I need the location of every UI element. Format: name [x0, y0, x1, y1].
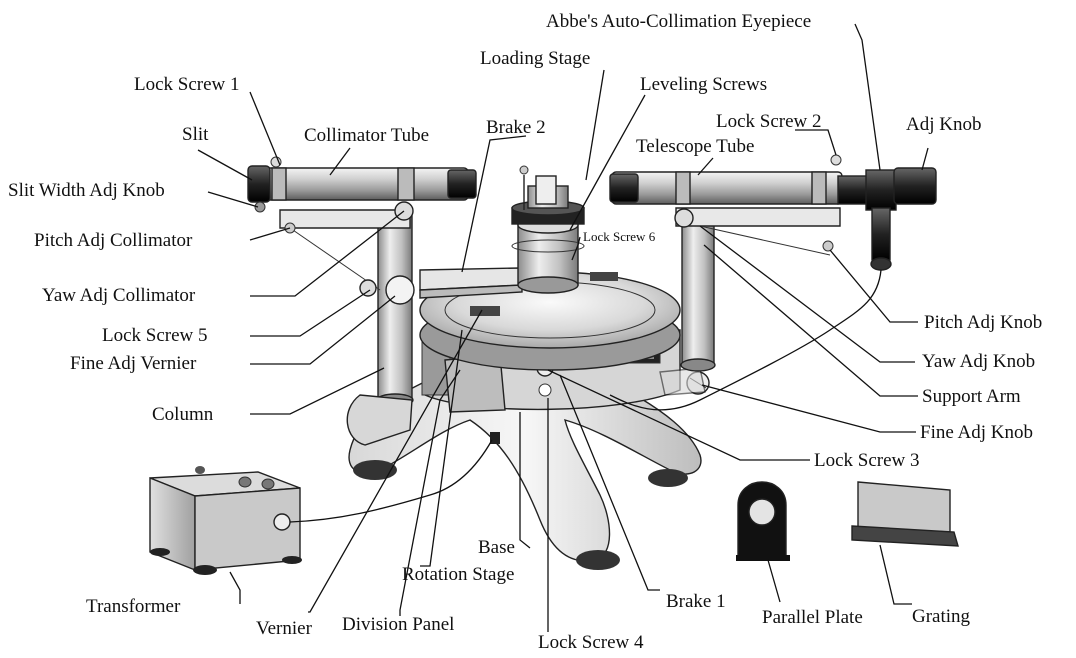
label-yaw-adj-collimator: Yaw Adj Collimator — [42, 285, 196, 306]
label-leveling-screws: Leveling Screws — [640, 74, 767, 95]
collimator-column — [279, 201, 415, 446]
label-column: Column — [152, 404, 214, 425]
telescope-tube — [609, 154, 843, 205]
label-adj-knob: Adj Knob — [906, 114, 981, 135]
label-rotation-stage: Rotation Stage — [402, 564, 514, 585]
label-lock-screw-5: Lock Screw 5 — [102, 325, 208, 346]
label-pitch-adj-collimator: Pitch Adj Collimator — [34, 230, 193, 251]
label-lock-screw-6: Lock Screw 6 — [583, 229, 656, 244]
label-telescope-tube: Telescope Tube — [636, 136, 754, 157]
label-brake-2: Brake 2 — [486, 117, 546, 138]
label-pitch-adj-knob: Pitch Adj Knob — [924, 312, 1042, 333]
label-division-panel: Division Panel — [342, 614, 454, 635]
label-collimator-tube: Collimator Tube — [304, 125, 429, 146]
label-loading-stage: Loading Stage — [480, 48, 590, 69]
brake-2-arm — [419, 267, 523, 299]
label-vernier: Vernier — [256, 618, 313, 639]
parallel-plate — [736, 481, 790, 561]
label-lock-screw-3: Lock Screw 3 — [814, 450, 920, 471]
leader-lines — [197, 23, 929, 632]
label-support-arm: Support Arm — [922, 386, 1021, 407]
label-brake-1: Brake 1 — [666, 591, 726, 612]
transformer — [149, 439, 493, 575]
label-base: Base — [478, 537, 515, 558]
label-fine-adj-vernier: Fine Adj Vernier — [70, 353, 197, 374]
label-parallel-plate: Parallel Plate — [762, 607, 863, 628]
label-grating: Grating — [912, 606, 971, 627]
label-lock-screw-4: Lock Screw 4 — [538, 632, 644, 653]
label-lock-screw-2: Lock Screw 2 — [716, 111, 822, 132]
collimator-tube — [247, 156, 477, 213]
label-fine-adj-knob: Fine Adj Knob — [920, 422, 1033, 443]
label-abbe-eyepiece: Abbe's Auto-Collimation Eyepiece — [546, 11, 811, 32]
label-lock-screw-1: Lock Screw 1 — [134, 74, 240, 95]
label-yaw-adj-knob: Yaw Adj Knob — [922, 351, 1035, 372]
label-transformer: Transformer — [86, 596, 181, 617]
grating — [851, 481, 959, 547]
loading-stage — [511, 165, 585, 294]
labels: Abbe's Auto-Collimation Eyepiece Loading… — [8, 11, 1042, 653]
base — [348, 377, 702, 570]
label-slit: Slit — [182, 124, 209, 145]
label-slit-width-adj-knob: Slit Width Adj Knob — [8, 180, 165, 201]
abbe-eyepiece — [609, 167, 937, 411]
telescope-column — [674, 207, 841, 372]
